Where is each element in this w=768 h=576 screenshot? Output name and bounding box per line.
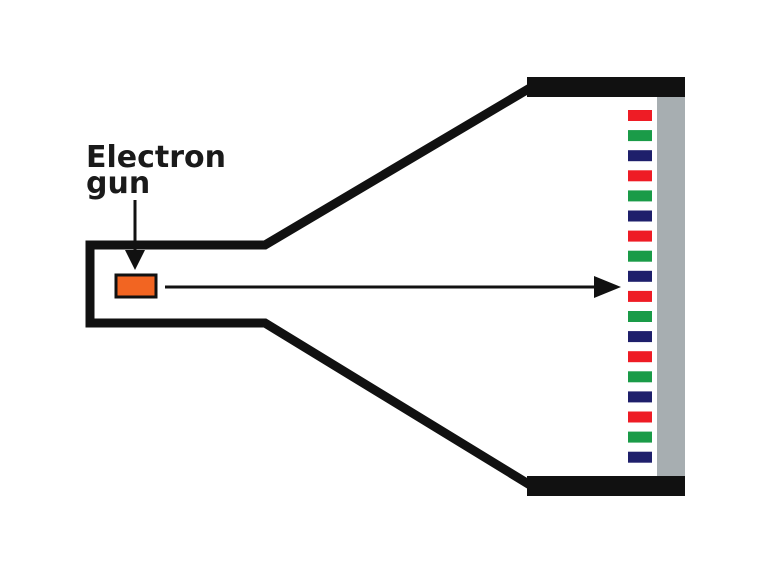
electron-gun-label-line1: Electron xyxy=(86,140,226,175)
phosphor-blue xyxy=(628,391,652,403)
phosphor-blue xyxy=(628,451,652,463)
label-pointer-arrowhead xyxy=(125,250,145,270)
phosphor-blue xyxy=(628,210,652,222)
phosphor-blue xyxy=(628,150,652,162)
phosphor-blue xyxy=(628,331,652,343)
phosphor-red xyxy=(628,290,652,302)
phosphor-red xyxy=(628,110,652,121)
phosphor-green xyxy=(628,190,652,202)
tube-outline xyxy=(85,84,533,489)
phosphor-red xyxy=(628,230,652,242)
phosphor-green xyxy=(628,250,652,262)
electron-gun-label-line2: gun xyxy=(86,166,150,201)
screen-glass xyxy=(657,97,685,476)
phosphor-green xyxy=(628,311,652,322)
electron-gun xyxy=(114,273,158,299)
electron-beam-arrowhead xyxy=(594,276,621,298)
phosphor-green xyxy=(628,130,652,142)
phosphor-blue xyxy=(628,270,652,282)
phosphor-red xyxy=(628,411,652,423)
phosphor-strip xyxy=(628,110,652,463)
phosphor-green xyxy=(628,431,652,443)
screen-top-cap xyxy=(527,77,685,97)
phosphor-red xyxy=(628,170,652,182)
screen-bottom-cap xyxy=(527,476,685,496)
phosphor-green xyxy=(628,371,652,383)
phosphor-red xyxy=(628,351,652,363)
